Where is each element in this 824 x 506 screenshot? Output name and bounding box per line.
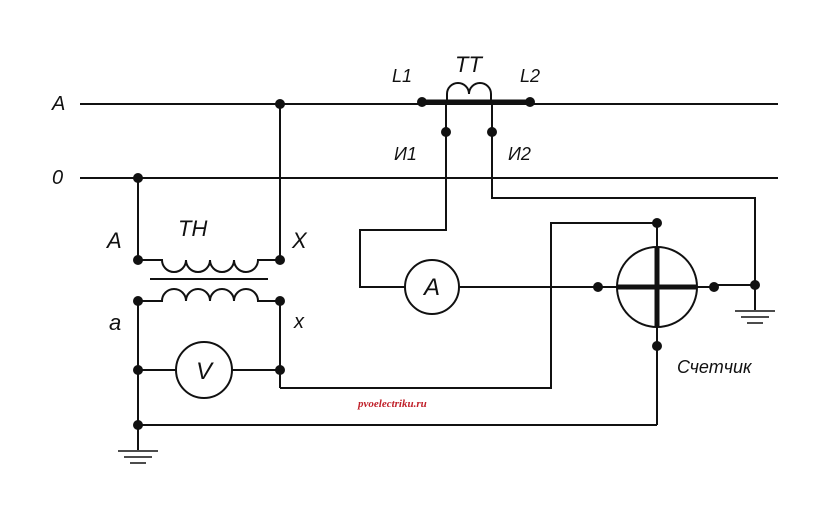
node [441, 127, 451, 137]
node [750, 280, 760, 290]
wire-x-to-meter [280, 222, 657, 389]
node [487, 127, 497, 137]
wire-i1-to-ammeter [359, 132, 447, 288]
node [133, 255, 143, 265]
node [133, 296, 143, 306]
node [652, 341, 662, 351]
label-i1: И1 [394, 144, 417, 164]
node [525, 97, 535, 107]
label-l1: L1 [392, 66, 412, 86]
label-tn-a-upper: A [105, 228, 122, 253]
label-tn: ТН [178, 216, 207, 241]
ammeter: A [404, 259, 460, 315]
node [275, 99, 285, 109]
tt-coil [446, 82, 492, 102]
node [275, 365, 285, 375]
ground-symbol-left [118, 450, 158, 464]
node [417, 97, 427, 107]
ammeter-label: A [422, 274, 440, 301]
label-tn-x-lower: x [293, 311, 305, 333]
label-tn-x-upper: X [291, 228, 308, 253]
tn-primary-coil [138, 259, 280, 273]
label-meter: Счетчик [677, 357, 753, 377]
watermark-text: pvoelectriku.ru [357, 398, 427, 410]
current-transformer [422, 82, 530, 132]
node [133, 365, 143, 375]
energy-meter [598, 223, 714, 346]
connection-nodes [133, 97, 760, 430]
voltmeter-label: V [196, 358, 214, 385]
tn-secondary-coil [138, 288, 280, 302]
voltage-transformer [137, 104, 281, 302]
label-tt: ТТ [455, 52, 483, 77]
label-line-zero: 0 [52, 167, 63, 189]
node [652, 218, 662, 228]
label-line-a: A [51, 93, 65, 115]
node [593, 282, 603, 292]
node [133, 173, 143, 183]
ground-symbol-right [735, 310, 775, 324]
voltmeter: V [175, 341, 233, 399]
node [133, 420, 143, 430]
node [709, 282, 719, 292]
wire-i2-to-ground [491, 132, 756, 285]
label-l2: L2 [520, 66, 540, 86]
label-tn-a-lower: a [109, 310, 121, 335]
node [275, 255, 285, 265]
label-i2: И2 [508, 144, 531, 164]
node [275, 296, 285, 306]
